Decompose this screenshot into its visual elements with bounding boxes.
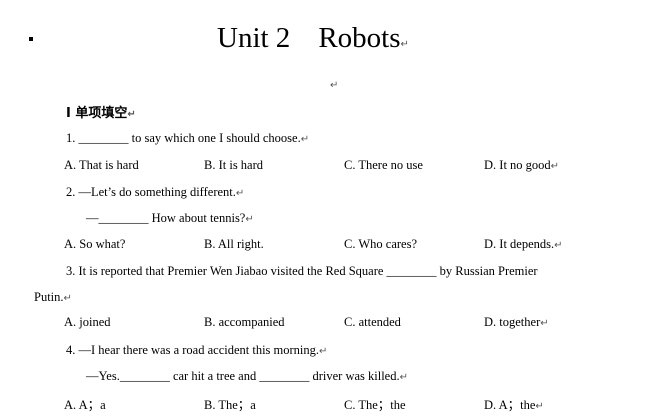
- option-d-text: D. together: [484, 315, 541, 329]
- question-3-stem-continued: Putin.↵: [34, 290, 72, 305]
- option-d: D. It no good↵: [484, 158, 559, 173]
- paragraph-mark-icon: ↵: [127, 109, 136, 120]
- option-d: D. together↵: [484, 315, 549, 330]
- title-unit: Unit 2: [217, 22, 291, 54]
- paragraph-mark-icon: ↵: [319, 346, 328, 357]
- title-topic: Robots: [318, 22, 401, 54]
- section-heading-text: Ⅰ 单项填空: [66, 106, 128, 121]
- question-1-text: 1. ________ to say which one I should ch…: [66, 131, 301, 145]
- question-3-text-continued: Putin.: [34, 290, 64, 304]
- option-a: A. joined: [64, 315, 111, 329]
- question-3-stem: 3. It is reported that Premier Wen Jiaba…: [66, 264, 538, 279]
- option-b: B. The；a: [204, 398, 256, 412]
- question-4-reply: —Yes.________ car hit a tree and _______…: [86, 369, 408, 384]
- question-3-text: 3. It is reported that Premier Wen Jiaba…: [66, 264, 538, 278]
- paragraph-mark-icon: ↵: [235, 188, 245, 199]
- option-b: B. All right.: [204, 237, 264, 251]
- option-d-text: D. A；the: [484, 398, 536, 412]
- paragraph-mark-icon: ↵: [540, 318, 549, 329]
- option-c: C. Who cares?: [344, 237, 418, 251]
- option-c: C. There no use: [344, 158, 423, 172]
- option-d-text: D. It depends.: [484, 237, 555, 251]
- question-1-stem: 1. ________ to say which one I should ch…: [66, 131, 309, 146]
- paragraph-mark-icon: ↵: [245, 214, 254, 225]
- paragraph-mark-icon: ↵: [300, 134, 310, 145]
- paragraph-mark-icon: ↵: [63, 293, 72, 304]
- question-2-stem: 2. —Let’s do something different.↵: [66, 185, 244, 200]
- option-d-text: D. It no good: [484, 158, 551, 172]
- option-b: B. It is hard: [204, 158, 264, 172]
- bullet-dot: [29, 37, 33, 41]
- section-heading: Ⅰ 单项填空↵: [66, 102, 136, 121]
- question-2-reply-text: —________ How about tennis?: [86, 211, 246, 225]
- option-c: C. attended: [344, 315, 401, 329]
- paragraph-mark-icon: ↵: [399, 372, 408, 383]
- paragraph-mark-icon: ↵: [554, 240, 563, 251]
- question-4-stem: 4. —I hear there was a road accident thi…: [66, 343, 327, 358]
- question-2-text: 2. —Let’s do something different.: [66, 185, 236, 199]
- paragraph-mark-icon: ↵: [535, 401, 544, 412]
- option-d: D. It depends.↵: [484, 237, 563, 252]
- option-c: C. The；the: [344, 398, 406, 412]
- paragraph-mark-icon: ↵: [330, 80, 339, 91]
- question-2-reply: —________ How about tennis?↵: [86, 211, 254, 226]
- option-a: A. That is hard: [64, 158, 139, 172]
- question-4-text: 4. —I hear there was a road accident thi…: [66, 343, 320, 357]
- option-a: A. A；a: [64, 398, 106, 412]
- page-title: Unit 2 Robots↵: [217, 22, 409, 55]
- option-b: B. accompanied: [204, 315, 285, 329]
- question-4-reply-text: —Yes.________ car hit a tree and _______…: [86, 369, 400, 383]
- paragraph-mark-icon: ↵: [400, 39, 409, 50]
- paragraph-mark-icon: ↵: [550, 161, 560, 172]
- option-a: A. So what?: [64, 237, 126, 251]
- option-d: D. A；the↵: [484, 394, 544, 413]
